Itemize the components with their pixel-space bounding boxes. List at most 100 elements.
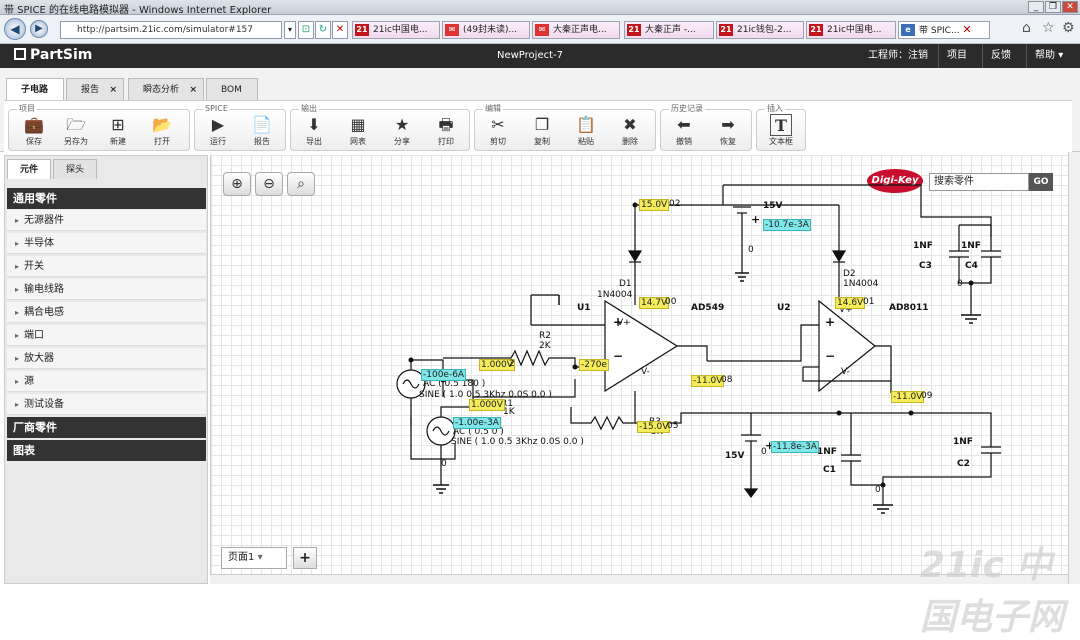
compat-icon[interactable]: ⊡ — [298, 21, 314, 39]
list-item[interactable]: 放大器 — [7, 348, 206, 369]
tab-report[interactable]: 报告× — [66, 78, 124, 100]
feedback-menu[interactable]: 反馈 — [982, 44, 1019, 68]
open-button[interactable]: 📂打开 — [145, 114, 179, 150]
voltage-probe[interactable]: 14.7V — [639, 297, 670, 309]
minimize-button[interactable]: _ — [1028, 1, 1044, 13]
paste-button[interactable]: 📋粘贴 — [569, 114, 603, 150]
u2-plus-pin: + — [825, 315, 836, 329]
save-button[interactable]: 💼保存 — [17, 114, 51, 150]
voltage-probe[interactable]: 14.6V — [835, 297, 866, 309]
voltage-probe[interactable]: 1.000V — [469, 399, 505, 411]
close-button[interactable]: ✕ — [1062, 1, 1078, 13]
battery-plus-sign: + — [765, 439, 775, 452]
tab-bom[interactable]: BOM — [206, 78, 258, 100]
digikey-logo[interactable]: Digi-Key — [867, 169, 923, 193]
tab-transient[interactable]: 瞬态分析× — [128, 78, 204, 100]
zoom-in-icon[interactable]: ⊕ — [223, 172, 251, 196]
ground-0-label: 0 — [441, 459, 447, 469]
toolbar-area: 子电路 报告× 瞬态分析× BOM 项目 💼保存 🗁另存为 ⊞新建 📂打开 SP… — [0, 68, 1080, 152]
maximize-button[interactable]: ❐ — [1045, 1, 1061, 13]
run-button[interactable]: ▶运行 — [201, 114, 235, 150]
vertical-scrollbar[interactable] — [1068, 152, 1080, 584]
current-probe[interactable]: -1.00e-3A — [453, 417, 501, 429]
node-label: 00 — [665, 297, 677, 307]
project-menu[interactable]: 项目 — [938, 44, 975, 68]
address-input[interactable]: http://partsim.21ic.com/simulator#157 — [60, 21, 282, 39]
current-probe[interactable]: -100e-6A — [421, 369, 467, 381]
undo-button[interactable]: ⬅撤销 — [667, 114, 701, 150]
voltage-probe[interactable]: -15.0V — [637, 421, 671, 433]
stop-icon[interactable]: ✕ — [332, 21, 348, 39]
chevron-down-icon: ▾ — [1058, 50, 1064, 61]
share-button[interactable]: ★分享 — [385, 114, 419, 150]
voltage-probe[interactable]: 1.000V — [479, 359, 515, 371]
tab-probes[interactable]: 探头 — [53, 159, 98, 179]
list-item[interactable]: 半导体 — [7, 233, 206, 254]
engineer-logout-link[interactable]: 工程师：注销 — [868, 50, 928, 61]
voltage-probe[interactable]: 15.0V — [639, 199, 670, 211]
close-tab-icon[interactable]: ✕ — [962, 23, 972, 36]
copy-button[interactable]: ❐复制 — [525, 114, 559, 150]
list-item[interactable]: 端口 — [7, 325, 206, 346]
back-icon[interactable]: ◀ — [4, 18, 26, 40]
home-icon[interactable]: ⌂ — [1022, 20, 1031, 36]
list-item[interactable]: 测试设备 — [7, 394, 206, 415]
list-item[interactable]: 耦合电感 — [7, 302, 206, 323]
list-item[interactable]: 输电线路 — [7, 279, 206, 300]
gear-icon[interactable]: ⚙ — [1062, 20, 1075, 36]
list-item[interactable]: 源 — [7, 371, 206, 392]
zoom-fit-icon[interactable]: ⌕ — [287, 172, 315, 196]
u2-minus-pin: − — [825, 349, 836, 363]
page-tab[interactable]: 页面1 ▾ — [221, 547, 287, 569]
tab-subcircuit[interactable]: 子电路 — [6, 78, 64, 101]
refresh-icon[interactable]: ↻ — [315, 21, 331, 39]
list-item[interactable]: 开关 — [7, 256, 206, 277]
print-button[interactable]: 🖶打印 — [429, 114, 463, 150]
close-icon[interactable]: × — [189, 85, 197, 95]
report-button[interactable]: 📄报告 — [245, 114, 279, 150]
part-search-input[interactable]: 搜索零件 — [929, 173, 1029, 191]
current-probe[interactable]: -11.8e-3A — [771, 441, 819, 453]
section-general-parts[interactable]: 通用零件 — [7, 188, 206, 209]
go-button[interactable]: GO — [1029, 173, 1053, 191]
add-page-button[interactable]: + — [293, 547, 317, 569]
save-as-button[interactable]: 🗁另存为 — [59, 114, 93, 150]
voltage-probe[interactable]: -11.0V — [891, 391, 925, 403]
export-button[interactable]: ⬇导出 — [297, 114, 331, 150]
address-dropdown-icon[interactable]: ▾ — [284, 21, 296, 39]
help-menu[interactable]: 帮助 ▾ — [1026, 44, 1067, 68]
vplus-pin-label: V+ — [839, 305, 853, 315]
node-label: 01 — [863, 297, 875, 307]
section-vendor-parts[interactable]: 厂商零件 — [7, 417, 206, 438]
arrow-left-icon: ⬅ — [677, 115, 691, 134]
tab-components[interactable]: 元件 — [7, 159, 52, 179]
schematic-canvas[interactable]: ⊕ ⊖ ⌕ Digi-Key 搜索零件 GO — [210, 155, 1069, 584]
c3-value: 1NF — [913, 241, 933, 251]
browser-tab[interactable]: ✉(49封未读)... — [442, 21, 530, 39]
section-charts[interactable]: 图表 — [7, 440, 206, 461]
current-probe[interactable]: -10.7e-3A — [763, 219, 811, 231]
horizontal-scrollbar[interactable] — [210, 574, 1068, 584]
voltage-probe[interactable]: -11.0V — [691, 375, 725, 387]
close-icon[interactable]: × — [109, 85, 117, 95]
netlist-button[interactable]: ▦网表 — [341, 114, 375, 150]
delete-button[interactable]: ✖删除 — [613, 114, 647, 150]
new-button[interactable]: ⊞新建 — [101, 114, 135, 150]
redo-button[interactable]: ➡恢复 — [711, 114, 745, 150]
forward-icon[interactable]: ▶ — [30, 20, 48, 38]
d2-part: 1N4004 — [843, 279, 879, 289]
browser-tab[interactable]: ✉大秦正声电... — [532, 21, 620, 39]
grid-area[interactable]: ⊕ ⊖ ⌕ Digi-Key 搜索零件 GO — [211, 155, 1069, 574]
zoom-out-icon[interactable]: ⊖ — [255, 172, 283, 196]
new-icon: ⊞ — [111, 115, 125, 134]
voltage-probe[interactable]: -270e — [579, 359, 609, 371]
list-item[interactable]: 无源器件 — [7, 210, 206, 231]
cut-button[interactable]: ✂剪切 — [481, 114, 515, 150]
favorites-star-icon[interactable]: ☆ — [1042, 20, 1055, 36]
